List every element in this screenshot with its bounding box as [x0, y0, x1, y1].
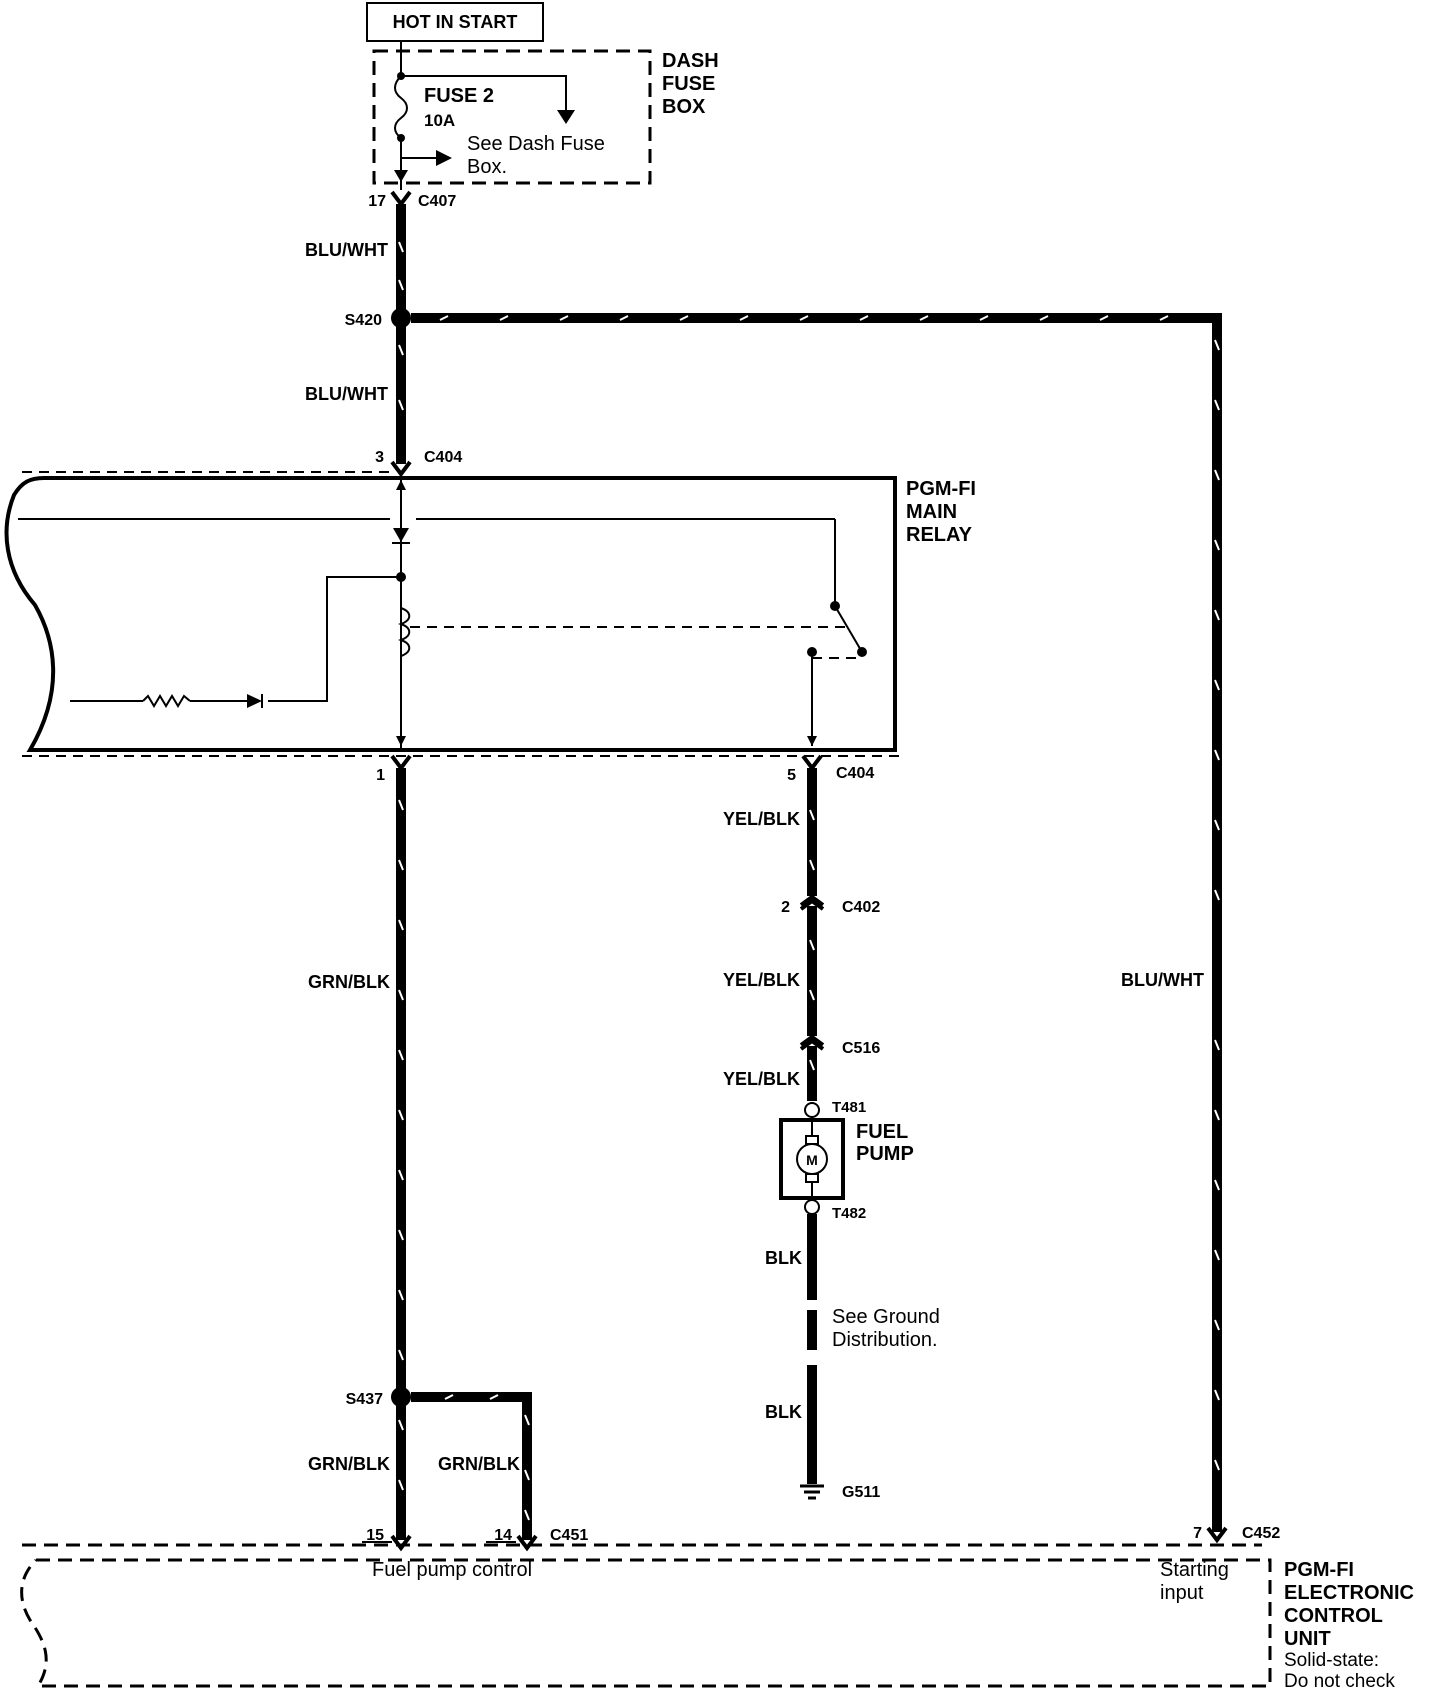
- relay-outline: [4, 471, 900, 757]
- c404-bottom-name: C404: [836, 765, 874, 782]
- ecu-fuel-pump-control: Fuel pump control: [372, 1559, 532, 1581]
- ecu-starting-input-1: Starting: [1160, 1559, 1229, 1581]
- connector-c516: [799, 1034, 825, 1051]
- wire-label-grn-blk-3: GRN/BLK: [438, 1454, 520, 1474]
- relay-internals: [18, 474, 867, 748]
- c451-pin15-label: 15: [366, 1527, 384, 1544]
- c516-name: C516: [842, 1040, 880, 1057]
- dash-fuse-note-1: See Dash Fuse: [467, 133, 605, 155]
- ecu-outline: [20, 1543, 1272, 1688]
- ecu-starting-input-2: input: [1160, 1582, 1204, 1604]
- terminal-t482: T482: [832, 1205, 866, 1222]
- wire-ticks-horizontal: [439, 315, 1169, 321]
- relay-name-1: PGM-FI: [906, 478, 976, 500]
- wire-label-blu-wht-2: BLU/WHT: [305, 384, 388, 404]
- ecu-name-1: PGM-FI: [1284, 1559, 1354, 1581]
- dash-fuse-note-2: Box.: [467, 156, 507, 178]
- ecu-note-1: Solid-state:: [1284, 1650, 1379, 1671]
- wire-ticks-right-vertical: [1214, 339, 1220, 1471]
- c452-pin7-label: 7: [1193, 1525, 1202, 1542]
- c404-top-pin: 3: [375, 449, 384, 466]
- c452-name: C452: [1242, 1525, 1280, 1542]
- s420-label: S420: [345, 312, 382, 329]
- ecu-note-2: Do not check: [1284, 1671, 1395, 1690]
- c404-top-name: C404: [424, 449, 462, 466]
- relay-name-2: MAIN: [906, 501, 957, 523]
- connector-c451-pin14: [516, 1534, 538, 1552]
- ecu-name-3: CONTROL: [1284, 1605, 1383, 1627]
- connector-c407: [390, 190, 412, 208]
- connector-c402: [799, 894, 825, 911]
- c451-pin14-label: 14: [494, 1527, 512, 1544]
- wire-blu-wht-right: [411, 313, 1222, 1532]
- wire-label-yel-blk-2: YEL/BLK: [723, 970, 800, 990]
- hot-in-start-box: [366, 2, 544, 42]
- fuel-pump-name-1: FUEL: [856, 1121, 908, 1143]
- terminal-t481: T481: [832, 1099, 866, 1116]
- motor-symbol: M: [806, 1152, 818, 1168]
- c451-name: C451: [550, 1527, 588, 1544]
- c407-pin: 17: [368, 193, 386, 210]
- wire-label-blk-1: BLK: [765, 1248, 802, 1268]
- fuse-name: FUSE 2: [424, 85, 494, 107]
- ground-note-1: See Ground: [832, 1306, 940, 1328]
- connector-c451-pin15: [390, 1534, 412, 1552]
- splice-s420: [391, 308, 411, 328]
- splice-s437: [391, 1387, 411, 1407]
- fuse-rating: 10A: [424, 111, 455, 130]
- ground-icon: [800, 1484, 824, 1500]
- c407-name: C407: [418, 193, 456, 210]
- fuel-pump-symbol: [779, 1102, 845, 1215]
- ground-note-2: Distribution.: [832, 1329, 938, 1351]
- wire-label-grn-blk-2: GRN/BLK: [308, 1454, 390, 1474]
- wire-label-blu-wht-1: BLU/WHT: [305, 240, 388, 260]
- wire-label-grn-blk-left: GRN/BLK: [308, 972, 390, 992]
- dash-fuse-box-name-3: BOX: [662, 96, 706, 118]
- c402-pin: 2: [781, 899, 790, 916]
- ground-g511: G511: [842, 1484, 880, 1501]
- fuse-2-symbol: [394, 41, 575, 190]
- connector-c404-pin1: [390, 754, 412, 772]
- wire-label-yel-blk-1: YEL/BLK: [723, 809, 800, 829]
- c404-pin5-label: 5: [787, 767, 796, 784]
- dash-fuse-box-name-2: FUSE: [662, 73, 715, 95]
- c404-pin1-label: 1: [376, 767, 385, 784]
- wire-label-blu-wht-right: BLU/WHT: [1121, 970, 1204, 990]
- wire-label-yel-blk-3: YEL/BLK: [723, 1069, 800, 1089]
- connector-c404-pin5: [801, 754, 823, 772]
- ecu-name-4: UNIT: [1284, 1628, 1331, 1650]
- dash-fuse-box-name-1: DASH: [662, 50, 719, 72]
- connector-c452-pin7: [1206, 1526, 1228, 1544]
- wire-label-blk-2: BLK: [765, 1402, 802, 1422]
- hot-in-start-label: HOT IN START: [393, 12, 518, 32]
- relay-name-3: RELAY: [906, 524, 973, 546]
- c402-name: C402: [842, 899, 880, 916]
- ecu-name-2: ELECTRONIC: [1284, 1582, 1414, 1604]
- fuel-pump-name-2: PUMP: [856, 1143, 914, 1165]
- s437-label: S437: [346, 1391, 383, 1408]
- dash-fuse-box-outline: [372, 49, 652, 185]
